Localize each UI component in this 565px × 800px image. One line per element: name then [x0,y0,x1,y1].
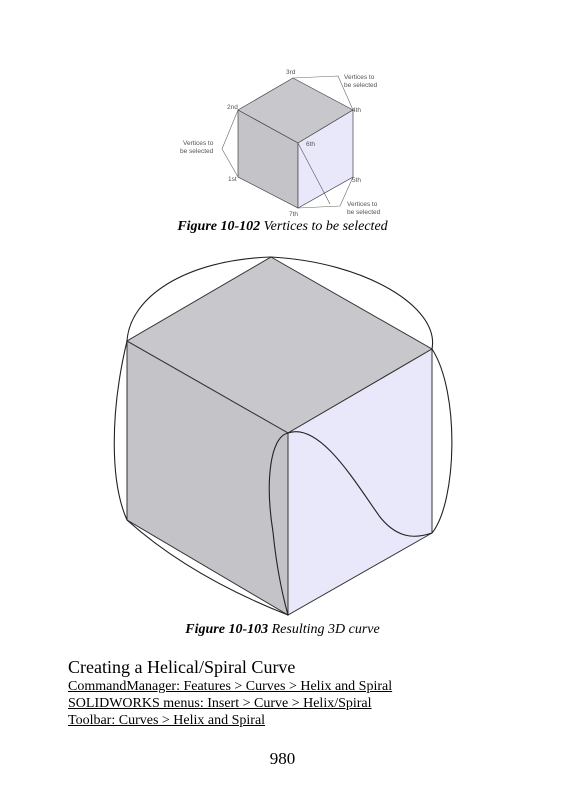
label-vertices-left-1: Vertices to [183,140,214,147]
commandmanager-path: CommandManager: Features > Curves > Heli… [68,679,393,694]
label-7th: 7th [289,211,298,218]
label-4th: 4th [352,107,361,114]
cube-diagonal [297,142,331,205]
label-vertices-bottom-2: be selected [347,209,381,216]
figure-caption-text: Resulting 3D curve [268,622,380,637]
toolbar-path: Toolbar: Curves > Helix and Spiral [68,713,266,728]
label-5th: 5th [352,177,361,184]
label-vertices-top-1: Vertices to [344,74,375,81]
figure-number: Figure 10-102 [177,219,261,234]
figure-number: Figure 10-103 [185,622,269,637]
vertices-figure: 3rd 2nd 4th 6th 1st 5th 7th Vertices to … [180,69,381,218]
label-2nd: 2nd [227,104,238,111]
label-vertices-bottom-1: Vertices to [347,201,378,208]
label-vertices-left-2: be selected [180,148,214,155]
helical-curve-inner [287,431,433,537]
helical-curve-front [268,432,289,616]
section-heading: Creating a Helical/Spiral Curve [68,657,296,677]
figure-caption-102: Figure 10-102 Vertices to be selected [0,219,565,235]
figure-caption-text: Vertices to be selected [260,219,388,234]
figure-caption-103: Figure 10-103 Resulting 3D curve [0,622,565,638]
page-number: 980 [269,749,296,768]
callout-bottom [297,176,354,209]
resulting-curve-figure [113,256,453,616]
label-vertices-top-2: be selected [344,82,378,89]
callout-top [292,75,354,111]
label-1st: 1st [228,176,237,183]
solidworks-menu-path: SOLIDWORKS menus: Insert > Curve > Helix… [68,696,372,711]
label-6th: 6th [306,141,315,148]
helical-curve-outer [113,256,453,616]
label-3rd: 3rd [286,69,296,76]
callout-left [221,109,239,178]
